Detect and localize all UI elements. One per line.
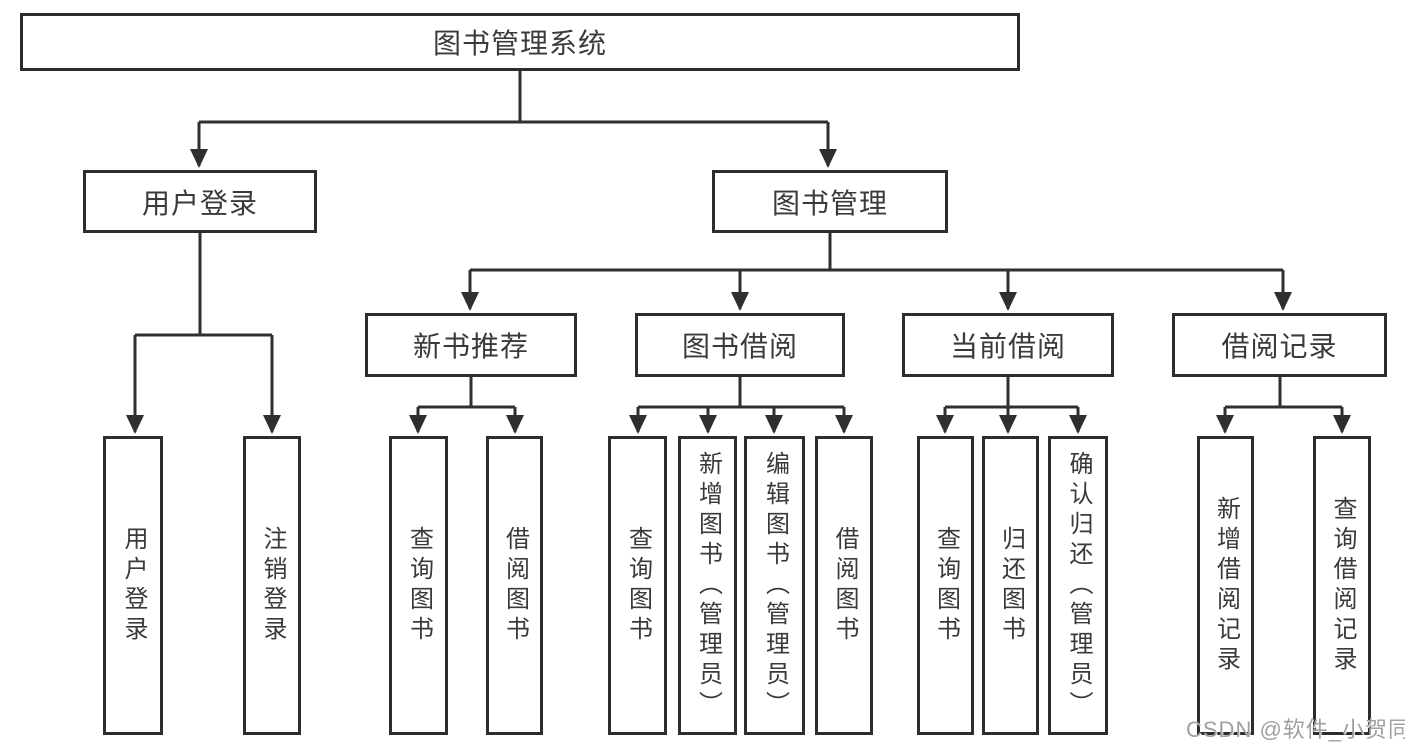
node-borrowing-records: 借阅记录 bbox=[1172, 313, 1387, 377]
leaf-edit-books-admin: 编辑图书（管理员） bbox=[744, 436, 805, 735]
leaf-add-books-admin: 新增图书（管理员） bbox=[678, 436, 737, 735]
leaf-borrow-books-recommend: 借阅图书 bbox=[486, 436, 543, 735]
leaf-add-borrow-record: 新增借阅记录 bbox=[1197, 436, 1254, 735]
leaf-query-books-borrowing: 查询图书 bbox=[608, 436, 667, 735]
leaf-user-login: 用户登录 bbox=[103, 436, 163, 735]
leaf-return-books: 归还图书 bbox=[982, 436, 1039, 735]
node-library-management-system: 图书管理系统 bbox=[20, 13, 1020, 71]
leaf-query-books-recommend: 查询图书 bbox=[389, 436, 448, 735]
node-current-borrowing: 当前借阅 bbox=[902, 313, 1114, 377]
node-book-management: 图书管理 bbox=[712, 170, 948, 233]
leaf-logout: 注销登录 bbox=[243, 436, 301, 735]
leaf-query-books-current: 查询图书 bbox=[917, 436, 974, 735]
node-new-book-recommend: 新书推荐 bbox=[365, 313, 577, 377]
node-user-login: 用户登录 bbox=[83, 170, 317, 233]
leaf-query-borrow-record: 查询借阅记录 bbox=[1313, 436, 1371, 735]
node-book-borrowing: 图书借阅 bbox=[635, 313, 845, 377]
leaf-borrow-books: 借阅图书 bbox=[815, 436, 873, 735]
leaf-confirm-return-admin: 确认归还（管理员） bbox=[1048, 436, 1108, 735]
csdn-watermark: CSDN @软件_小贺同学 bbox=[1186, 717, 1405, 742]
